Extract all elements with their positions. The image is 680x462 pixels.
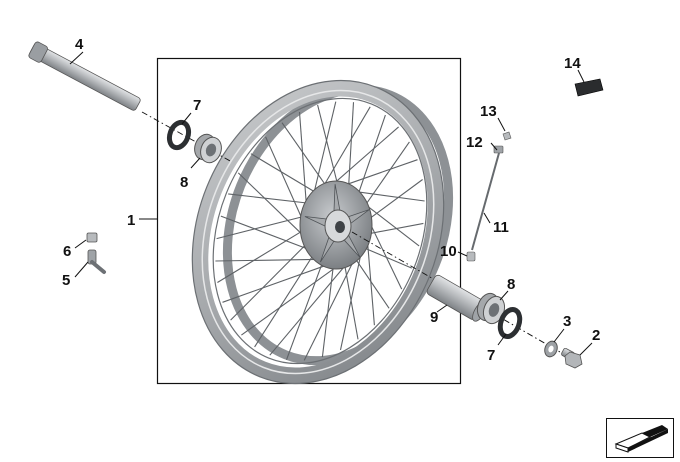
spoke [321,262,335,358]
washer [544,340,558,358]
valve-stem [87,249,106,274]
spoke [215,258,324,262]
spoke [216,215,308,240]
spoke-nipple [466,251,476,262]
callout-11: 11 [493,219,509,236]
spoke [347,102,355,191]
spoke [228,193,312,205]
callout-7-right: 7 [487,347,495,364]
callout-12: 12 [466,134,483,151]
seal-ring-right [497,306,523,340]
spoke [230,241,310,321]
rim-inner-edge [212,97,428,365]
spoke [328,126,399,189]
spoke [364,222,424,235]
black-clip [574,78,604,97]
spoke [241,261,344,336]
hub-bore [335,221,345,233]
callout-5: 5 [62,272,70,289]
spoke [250,153,319,195]
seal-ring-left [166,119,192,151]
callout-14: 14 [564,55,581,72]
spoke [237,172,310,242]
assembly-frame [156,57,462,385]
spoke [348,190,425,202]
callout-8-left: 8 [180,174,188,191]
spoke [311,101,337,204]
bearing-left [194,133,222,164]
callout-13: 13 [480,103,497,120]
callout-1: 1 [127,212,135,229]
view-orientation-icon [606,418,674,458]
spoke [317,104,339,188]
spoke [222,262,334,303]
single-spoke [471,152,500,251]
callout-4: 4 [75,36,84,53]
spoke [365,179,423,222]
spoke [217,228,307,283]
spoke [298,111,308,215]
spoke [220,215,315,253]
axle-shaft [28,41,141,111]
spoke [303,246,361,361]
callout-2: 2 [592,327,600,344]
callout-8-right: 8 [507,276,515,293]
wheel [191,79,454,385]
spoke [285,259,325,360]
leader-lines [69,51,593,356]
callout-9: 9 [430,309,438,326]
callout-7-left: 7 [193,97,201,114]
valve-nut [86,232,98,243]
bearing-right [476,292,506,325]
spoke-nipple-nut [502,131,512,141]
spoke [254,251,316,348]
spoke [356,114,386,198]
callout-10: 10 [440,243,457,260]
spoke [265,136,307,229]
callout-3: 3 [563,313,571,330]
spoke [362,141,410,209]
rim-groove [201,89,435,375]
callout-6: 6 [63,243,71,260]
rim-outer [192,80,444,384]
rim-outer-edge [191,79,445,385]
spoke [269,256,354,356]
spoke [338,159,418,188]
spoke [281,122,329,189]
axle-bolt [561,347,583,369]
spoke-head [493,145,504,154]
spoke [318,106,371,194]
